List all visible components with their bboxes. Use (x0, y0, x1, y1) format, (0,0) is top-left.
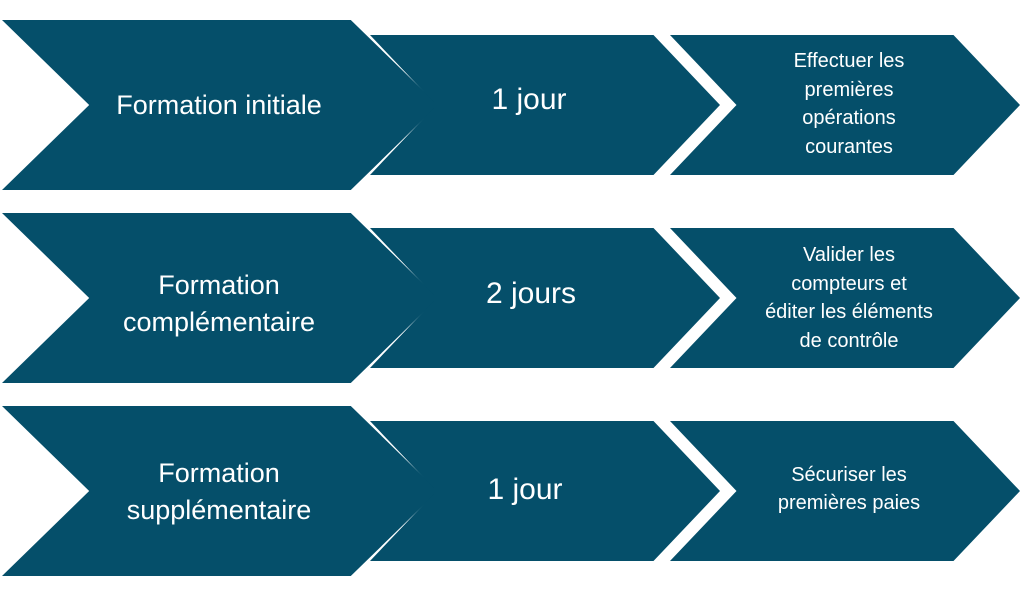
formation-label: Formation supplémentaire (126, 458, 312, 525)
duree-label: 1 jour (487, 473, 563, 506)
objectif-label: Valider les compteurs et éditer les élém… (765, 244, 933, 352)
objectif-label: Effectuer les premières opérations coura… (793, 50, 905, 158)
chevron-objectif-1: Effectuer les premières opérations coura… (670, 35, 1020, 175)
chevron-formation-initiale: Formation initiale (2, 20, 438, 190)
duree-label: 1 jour (491, 83, 567, 116)
chevron-objectif-3: Sécuriser les premières paies (670, 421, 1020, 561)
formation-label: Formation complémentaire (122, 270, 316, 337)
duree-label: 2 jours (485, 277, 577, 310)
chevron-objectif-2: Valider les compteurs et éditer les élém… (670, 228, 1020, 368)
formation-label: Formation initiale (116, 89, 322, 120)
objectif-label: Sécuriser les premières paies (777, 463, 921, 515)
chevron-duree-1: 1 jour (370, 35, 720, 175)
chevron-formation-supplementaire: Formation supplémentaire (2, 406, 438, 576)
chevron-formation-complementaire: Formation complémentaire (2, 213, 438, 383)
